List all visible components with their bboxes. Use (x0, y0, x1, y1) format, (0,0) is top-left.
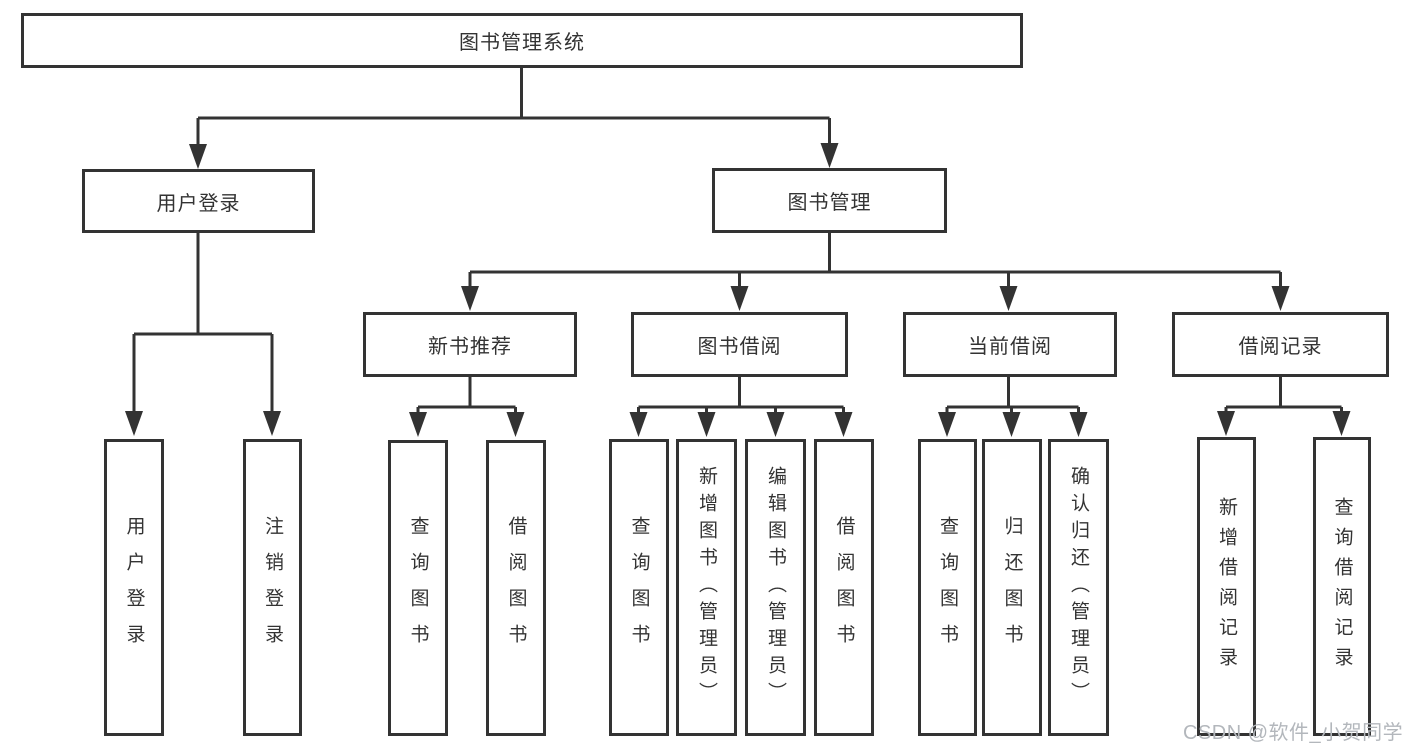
node-label: 归还图书 (1001, 515, 1023, 660)
node-borrow-records: 借阅记录 (1172, 312, 1389, 377)
arrowhead-icon (999, 286, 1018, 311)
node-label: 查询图书 (628, 515, 650, 660)
leaf-logout-login: 注销登录 (243, 439, 302, 736)
node-label: 查询图书 (937, 515, 958, 660)
node-current-borrow: 当前借阅 (903, 312, 1117, 377)
leaf-return-books: 归还图书 (982, 439, 1042, 736)
arrowhead-icon (938, 412, 956, 437)
node-book-management: 图书管理 (712, 168, 947, 233)
arrowhead-icon (1332, 411, 1351, 436)
leaf-query-books-borrow: 查询图书 (609, 439, 669, 736)
node-label: 新增借阅记录 (1216, 496, 1237, 677)
arrowhead-icon (697, 412, 716, 437)
node-label: 查询借阅记录 (1331, 496, 1353, 677)
node-label: 查询图书 (407, 516, 429, 660)
node-label: 新书推荐 (428, 336, 512, 358)
node-label: 编辑图书（管理员） (765, 466, 786, 709)
arrowhead-icon (1069, 412, 1088, 437)
arrowhead-icon (1271, 286, 1290, 311)
leaf-query-books-current: 查询图书 (918, 439, 977, 736)
arrowhead-icon (834, 412, 853, 437)
arrowhead-icon (461, 286, 479, 311)
node-label: 用户登录 (123, 515, 145, 660)
watermark: CSDN @软件_小贺同学 (1183, 722, 1404, 744)
arrowhead-icon (189, 144, 207, 169)
edge-bookmgmt-to-level3 (468, 233, 1282, 289)
arrowhead-icon (409, 412, 427, 437)
node-label: 图书管理系统 (459, 32, 585, 54)
leaf-add-book-admin: 新增图书（管理员） (676, 439, 737, 736)
leaf-user-login: 用户登录 (104, 439, 164, 736)
leaf-edit-book-admin: 编辑图书（管理员） (745, 439, 806, 736)
leaf-borrow-books-recommend: 借阅图书 (486, 440, 546, 736)
node-label: 借阅图书 (505, 516, 527, 660)
node-label: 图书管理 (787, 192, 872, 214)
leaf-confirm-return-admin: 确认归还（管理员） (1048, 439, 1109, 736)
arrowheads (125, 143, 1351, 437)
node-label: 用户登录 (156, 192, 241, 215)
edge-currentborrow-to-leaves (945, 377, 1080, 415)
leaf-query-books-recommend: 查询图书 (388, 440, 448, 736)
arrowhead-icon (820, 143, 839, 168)
arrowhead-icon (1002, 412, 1021, 437)
node-label: 图书借阅 (697, 336, 782, 358)
edge-userlogin-to-leaves (132, 233, 274, 414)
arrowhead-icon (506, 412, 525, 437)
leaf-query-borrow-record: 查询借阅记录 (1313, 437, 1371, 736)
node-label: 当前借阅 (968, 336, 1052, 358)
arrowhead-icon (766, 412, 785, 437)
arrowhead-icon (629, 412, 648, 437)
edge-newbookrec-to-leaves (416, 377, 517, 415)
arrowhead-icon (263, 411, 281, 436)
node-label: 新增图书（管理员） (696, 466, 717, 709)
node-book-borrow: 图书借阅 (631, 312, 848, 377)
leaf-add-borrow-record: 新增借阅记录 (1197, 437, 1256, 736)
node-label: 注销登录 (262, 515, 283, 660)
arrowhead-icon (1217, 411, 1235, 436)
edge-borrowrecords-to-leaves (1224, 377, 1343, 414)
arrowhead-icon (125, 411, 143, 436)
arrowhead-icon (730, 286, 749, 311)
node-label: 确认归还（管理员） (1068, 466, 1089, 709)
node-user-login: 用户登录 (82, 169, 315, 233)
node-label: 借阅图书 (833, 515, 855, 660)
node-new-book-recommend: 新书推荐 (363, 312, 577, 377)
edge-root-to-level2 (196, 68, 831, 147)
leaf-borrow-books-2: 借阅图书 (814, 439, 874, 736)
edge-bookborrow-to-leaves (637, 377, 845, 415)
node-library-system: 图书管理系统 (21, 13, 1023, 68)
connector-paths (132, 68, 1343, 415)
node-label: 借阅记录 (1238, 336, 1323, 358)
